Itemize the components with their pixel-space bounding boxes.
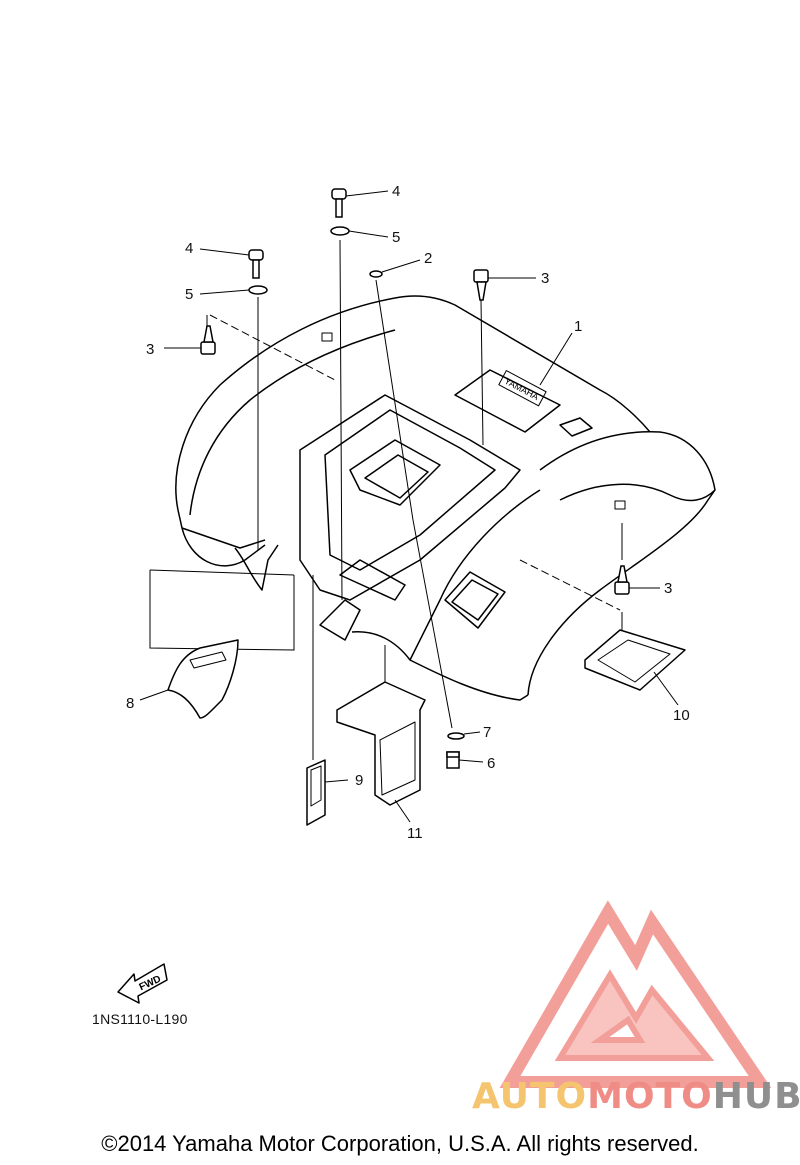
fender-right-panel: [444, 571, 506, 629]
grommet-part-2: [369, 270, 383, 278]
bolt-part-4-top: [331, 188, 347, 218]
loose-panels: [167, 629, 686, 826]
clip-part-7: [447, 732, 465, 740]
fasteners: [200, 188, 630, 769]
callout-3-right: 3: [664, 580, 672, 597]
fender-right-wing: [527, 431, 716, 696]
nut-part-6: [446, 751, 460, 769]
washer-part-5-left: [248, 285, 268, 295]
logo-inner-shape: [554, 969, 715, 1061]
panel-part-8: [167, 639, 239, 719]
callout-labels: 1 2 3 3 3 4 4 5 5 6 7 8 9 10 11: [126, 183, 690, 842]
callout-11: 11: [407, 825, 423, 842]
callout-10: 10: [673, 707, 690, 724]
screw-part-3-top: [473, 269, 489, 301]
watermark-wordmark: AUTOMOTOHUB: [472, 1079, 800, 1115]
watermark-part-hub: HUB: [712, 1076, 800, 1117]
callout-9: 9: [355, 772, 363, 789]
watermark-part-moto: MOTO: [587, 1076, 713, 1117]
callout-8: 8: [126, 695, 134, 712]
fender-left-wing: [175, 295, 651, 511]
fender-badge-panel: [454, 369, 561, 433]
fender-center-deck: [299, 394, 521, 601]
callout-5-top: 5: [392, 229, 400, 246]
watermark-logo: [499, 900, 772, 1088]
logo-outer-triangle: [499, 900, 772, 1088]
screw-part-3-right: [614, 565, 630, 595]
watermark-part-auto: AUTO: [472, 1076, 588, 1117]
bolt-part-4-left: [248, 249, 264, 279]
callout-leaders: [139, 190, 679, 823]
rear-fender: YAMAHA: [175, 295, 716, 701]
callout-3-top: 3: [541, 270, 549, 287]
screw-part-3-left: [200, 325, 216, 355]
callout-4-top: 4: [392, 183, 400, 200]
callout-7: 7: [483, 724, 491, 741]
callout-5-left: 5: [185, 286, 193, 303]
fender-badge-text: YAMAHA: [503, 376, 541, 402]
copyright-notice: ©2014 Yamaha Motor Corporation, U.S.A. A…: [101, 1131, 699, 1156]
callout-1: 1: [574, 318, 582, 335]
callout-2: 2: [424, 250, 432, 267]
washer-part-5-top: [330, 226, 350, 236]
callout-4-left: 4: [185, 240, 193, 257]
callout-3-left: 3: [146, 341, 154, 358]
diagram-code: 1NS1110-L190: [92, 1011, 188, 1027]
callout-6: 6: [487, 755, 495, 772]
fwd-arrow-icon: FWD: [117, 963, 168, 1004]
